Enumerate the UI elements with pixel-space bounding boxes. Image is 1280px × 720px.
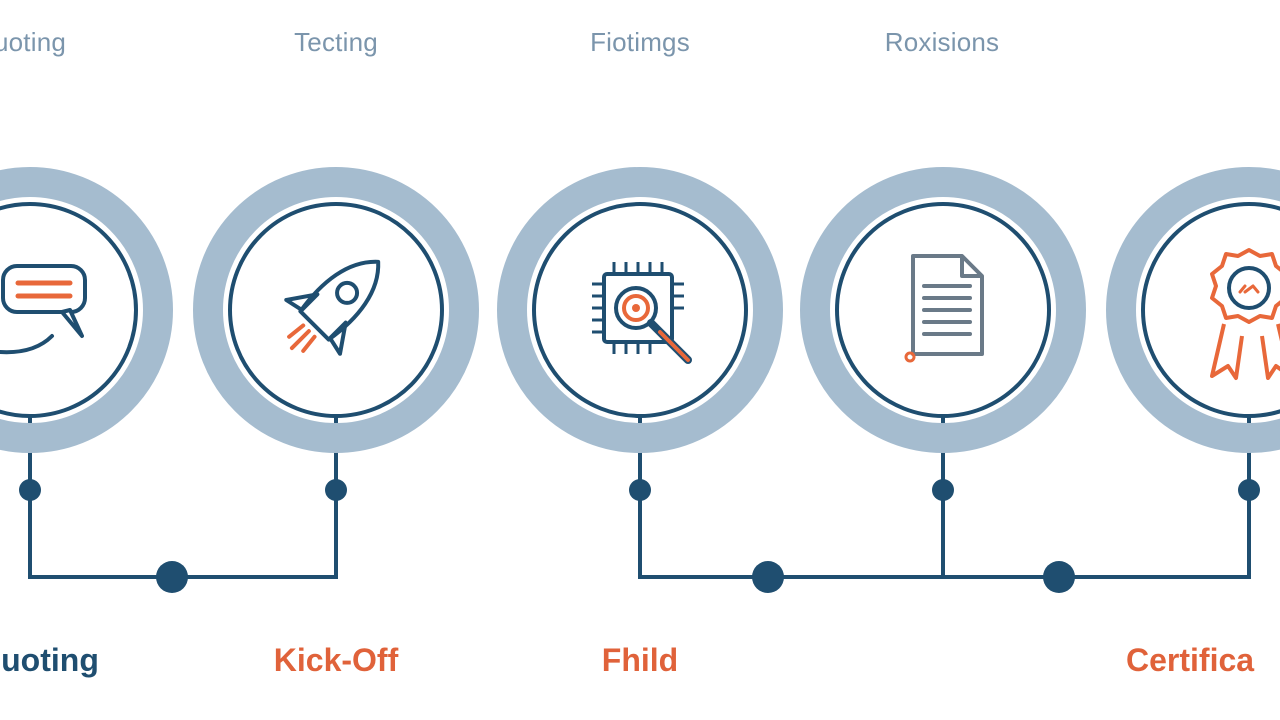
connector-junction — [752, 561, 784, 593]
bottom-label-2: Kick-Off — [273, 642, 399, 678]
connector-junction — [1043, 561, 1075, 593]
top-label-3: Fiotimgs — [590, 27, 690, 57]
bottom-label-4: Certifica — [1126, 642, 1255, 678]
connector-dot — [629, 479, 651, 501]
connector-junction — [156, 561, 188, 593]
step-node — [1106, 167, 1280, 453]
step-node — [497, 167, 783, 453]
connector-dot — [19, 479, 41, 501]
connector-dot — [932, 479, 954, 501]
bottom-label-3: Fhild — [601, 642, 679, 678]
connector-dot — [325, 479, 347, 501]
chip-magnifier-icon — [592, 262, 692, 364]
connector-dot — [1238, 479, 1260, 501]
step-node — [800, 167, 1086, 453]
top-label-2: Tecting — [294, 27, 378, 57]
rocket-icon — [284, 259, 381, 356]
chat-bubble-icon — [0, 264, 87, 355]
award-ribbon-icon — [1210, 248, 1280, 380]
step-node — [0, 167, 173, 453]
step-node — [193, 167, 479, 453]
document-icon — [904, 254, 984, 363]
bottom-label-1: uoting — [1, 642, 99, 678]
connector-dots — [19, 479, 1260, 593]
top-label-4: Roxisions — [884, 27, 1000, 57]
top-label-1: uoting — [0, 27, 67, 57]
